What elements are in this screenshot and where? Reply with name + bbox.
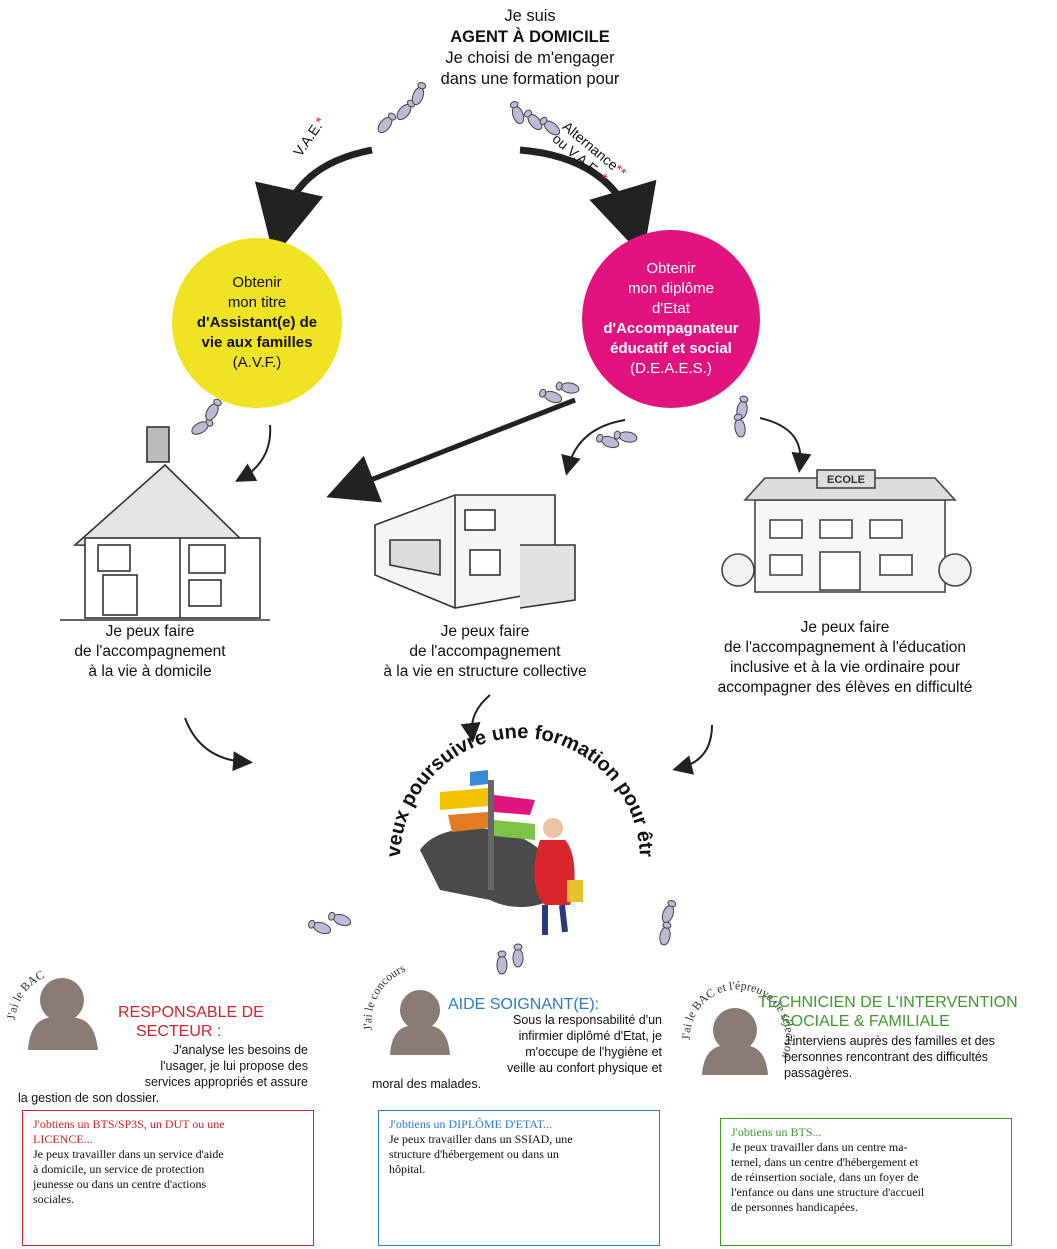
intro-line-1: Je suis (504, 7, 556, 25)
arrow-to-deaes (519, 146, 657, 257)
desc-line: m'occupe de l'hygiène et (525, 1045, 662, 1059)
arrow-deaes-to-home (326, 397, 576, 503)
box-responsable: J'obtiens un BTS/SP3S, un DUT ou une LIC… (22, 1110, 314, 1246)
deaes-circle: Obtenir mon diplôme d'Etat d'Accompagnat… (582, 230, 760, 408)
arrow-collective-to-cta (460, 694, 491, 743)
caption-home-line: de l'accompagnement (74, 643, 226, 660)
avatar-responsable (28, 978, 98, 1050)
role-technicien-title-1: TECHNICIEN DE L'INTERVENTION (758, 994, 1018, 1011)
box-line: Je peux travailler dans un centre ma- (731, 1140, 908, 1154)
box-line: à domicile, un service de protection (33, 1162, 205, 1176)
caption-collective-line: de l'accompagnement (409, 643, 561, 660)
footprints-top-right (508, 99, 527, 126)
arrow-avf-to-home (235, 424, 272, 482)
intro-line-3: Je choisi de m'engager (445, 49, 615, 67)
caption-school-line: de l'accompagnement à l'éducation (723, 639, 967, 656)
role-technicien-title: TECHNICIEN DE L'INTERVENTION SOCIALE & F… (758, 993, 1057, 1031)
box-line: hôpital. (389, 1162, 426, 1176)
desc-line: personnes rencontrant des difficultés (784, 1050, 989, 1064)
school-illustration (721, 469, 972, 593)
role-responsable-desc: J'analyse les besoins de l'usager, je lu… (18, 1042, 308, 1106)
arrow-deaes-to-school (759, 417, 812, 473)
box-line: jeunesse ou dans un centre d'actions (33, 1177, 207, 1191)
deaes-line-3: d'Etat (652, 300, 690, 317)
role-aide-title: AIDE SOIGNANT(E): (448, 995, 678, 1014)
deaes-line-2: mon diplôme (628, 280, 714, 297)
vae-alt-star: * (596, 169, 612, 186)
box-line: Je peux travailler dans un service d'aid… (33, 1147, 224, 1161)
avf-line-2: mon titre (227, 294, 287, 311)
box-line: de personnes handicapées. (731, 1200, 858, 1214)
desc-line: services appropriés et assure (144, 1075, 308, 1089)
caption-home: Je peux faire de l'accompagnement à la v… (30, 622, 270, 682)
arrow-deaes-to-collective (561, 419, 626, 476)
intro-line-2: AGENT À DOMICILE (450, 28, 610, 46)
caption-school: Je peux faire de l'accompagnement à l'éd… (680, 618, 1010, 698)
avatar-technicien (702, 1008, 768, 1075)
box-responsable-lead-2: LICENCE... (33, 1132, 93, 1146)
role-technicien-desc: J'interviens auprès des familles et des … (784, 1033, 1056, 1081)
school-sign: ECOLE (827, 474, 865, 486)
role-responsable-title-1: RESPONSABLE DE (118, 1004, 264, 1021)
box-line: sociales. (33, 1192, 74, 1206)
avf-circle: Obtenir mon titre d'Assistant(e) de vie … (172, 238, 342, 408)
intro-line-4: dans une formation pour (440, 70, 620, 88)
role-aide-title-1: AIDE SOIGNANT(E): (448, 996, 600, 1013)
signpost-illustration (420, 770, 583, 935)
avatar-aide-soignant (390, 990, 450, 1055)
role-technicien-title-2: SOCIALE & FAMILIALE (780, 1013, 950, 1030)
caption-home-line: à la vie à domicile (88, 663, 212, 680)
desc-line: veille au confort physique et (507, 1061, 662, 1075)
footprints-bottom-right (659, 898, 678, 925)
arrow-home-to-cta (184, 717, 253, 772)
caption-school-line: Je peux faire (800, 619, 890, 636)
avf-line-5: (A.V.F.) (232, 354, 282, 371)
box-line: l'enfance ou dans une structure d'accuei… (731, 1185, 925, 1199)
caption-collective: Je peux faire de l'accompagnement à la v… (335, 622, 635, 682)
box-responsable-lead-1: J'obtiens un BTS/SP3S, un DUT ou une (33, 1117, 225, 1131)
footprints-bottom-left (306, 918, 333, 937)
intro-text: Je suis AGENT À DOMICILE Je choisi de m'… (300, 6, 760, 90)
box-technicien: J'obtiens un BTS... Je peux travailler d… (720, 1118, 1012, 1246)
footprints-bottom-center (496, 950, 508, 975)
box-line: ternel, dans un centre d'hébergement et (731, 1155, 919, 1169)
caption-collective-line: Je peux faire (440, 623, 530, 640)
arrow-school-to-cta (672, 724, 713, 775)
caption-school-line: inclusive et à la vie ordinaire pour (729, 659, 961, 676)
box-line: Je peux travailler dans un SSIAD, une (389, 1132, 573, 1146)
caption-collective-line: à la vie en structure collective (383, 663, 587, 680)
footprints-top-left (374, 110, 399, 136)
role-aide-desc: Sous la responsabilité d'un infirmier di… (372, 1012, 662, 1092)
desc-line: infirmier diplômé d'Etat, je (518, 1029, 662, 1043)
desc-line: J'interviens auprès des familles et des (784, 1034, 995, 1048)
role-responsable-title: RESPONSABLE DE SECTEUR : (118, 1003, 318, 1041)
role-responsable-title-2: SECTEUR : (136, 1023, 222, 1040)
box-technicien-lead: J'obtiens un BTS... (731, 1125, 822, 1139)
box-line: structure d'hébergement ou dans un (389, 1147, 559, 1161)
arrow-to-avf (254, 146, 373, 258)
deaes-line-1: Obtenir (646, 260, 696, 277)
desc-line: Sous la responsabilité d'un (512, 1013, 662, 1027)
badge-bac-label: J'ai le BAC (4, 967, 47, 1020)
deaes-line-4: d'Accompagnateur (603, 320, 739, 337)
collective-building-illustration (374, 494, 576, 609)
desc-line: passagères. (784, 1066, 853, 1080)
avf-line-4: vie aux familles (201, 334, 313, 351)
avf-line-1: Obtenir (232, 274, 282, 291)
avf-line-3: d'Assistant(e) de (196, 314, 318, 331)
caption-school-line: accompagner des élèves en difficulté (717, 679, 973, 696)
desc-line: moral des malades. (372, 1077, 482, 1091)
desc-line: l'usager, je lui propose des (160, 1059, 308, 1073)
desc-line: J'analyse les besoins de (172, 1043, 308, 1057)
box-aide-lead: J'obtiens un DIPLÔME D'ETAT... (389, 1117, 553, 1131)
desc-line: la gestion de son dossier. (18, 1091, 160, 1105)
deaes-line-5: éducatif et social (610, 340, 732, 357)
house-illustration (60, 426, 270, 621)
box-line: de réinsertion sociale, dans un foyer de (731, 1170, 919, 1184)
box-aide: J'obtiens un DIPLÔME D'ETAT... Je peux t… (378, 1110, 660, 1246)
caption-home-line: Je peux faire (105, 623, 195, 640)
deaes-line-6: (D.E.A.E.S.) (630, 360, 712, 377)
